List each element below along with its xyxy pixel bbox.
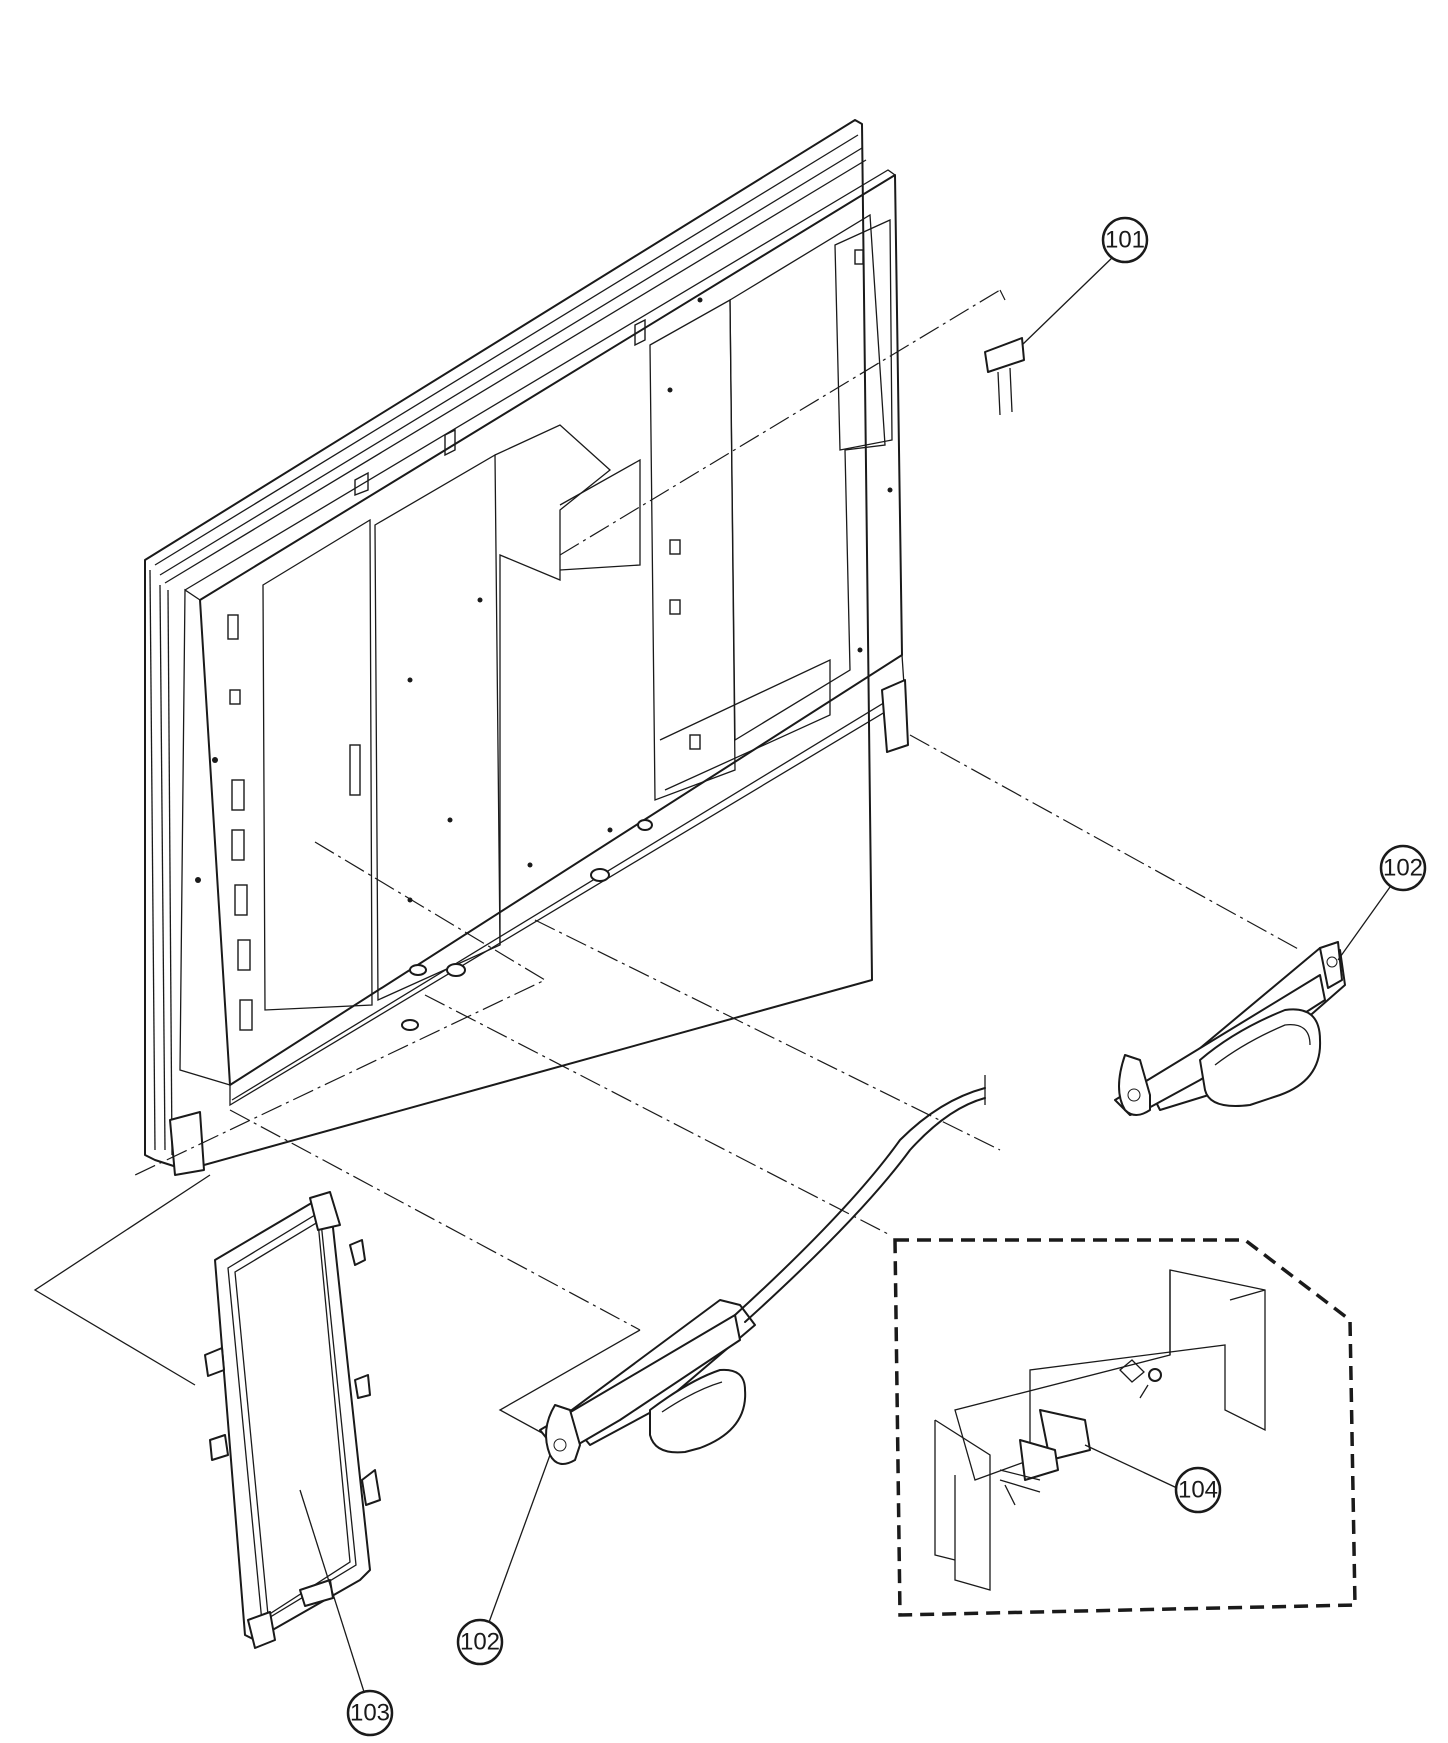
- callout-103-label: 103: [350, 1700, 390, 1727]
- callout-104-label: 104: [1178, 1477, 1218, 1504]
- callout-103: 103: [346, 1689, 394, 1737]
- display-panel: [144, 119, 909, 1176]
- callout-leaders: [299, 254, 1396, 1696]
- detail-box-part-104: [893, 1238, 1357, 1617]
- callout-101-label: 101: [1105, 227, 1145, 254]
- callout-102-right-label: 102: [1383, 855, 1423, 882]
- speaker-part-102-right: [1114, 941, 1346, 1116]
- callout-104: 104: [1174, 1466, 1222, 1514]
- callout-102-left-label: 102: [460, 1629, 500, 1656]
- callout-102-right: 102: [1379, 844, 1427, 892]
- assembly-lines: [33, 289, 1301, 1441]
- connector-part-101: [984, 337, 1025, 416]
- callout-101: 101: [1101, 216, 1149, 264]
- callout-102-left: 102: [456, 1618, 504, 1666]
- bracket-part-103: [204, 1191, 381, 1649]
- standoff-boss: [401, 819, 653, 1031]
- speaker-part-102-left: [539, 1075, 986, 1465]
